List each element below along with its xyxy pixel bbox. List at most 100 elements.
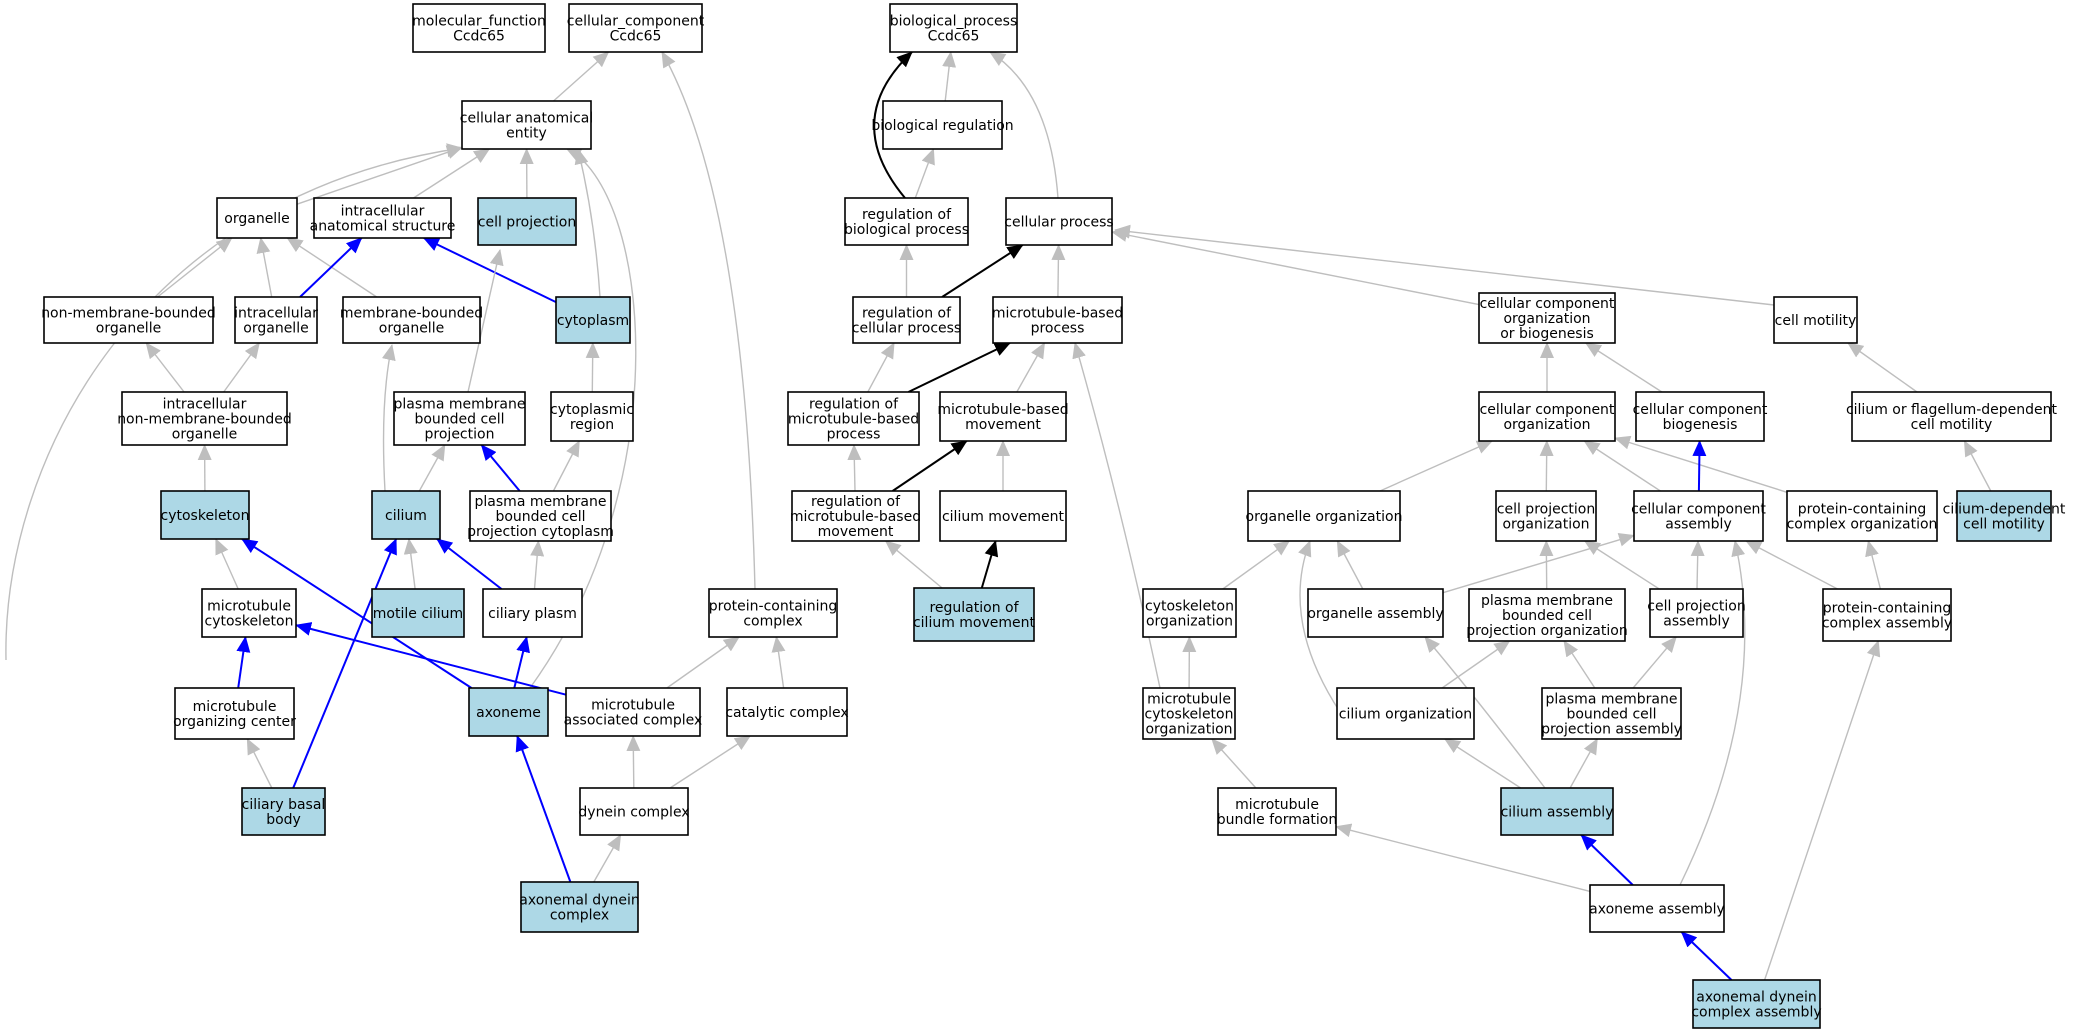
node-label-line: ciliary plasm <box>488 606 577 622</box>
node-box <box>565 687 701 737</box>
edge-is_a-io-to-org <box>256 237 273 298</box>
go-term-node-cplasm[interactable]: ciliary plasm <box>482 588 583 638</box>
node-label-line: cell motility <box>1911 417 1993 433</box>
go-term-node-cp[interactable]: cellular process <box>1004 197 1114 246</box>
node-label-line: biological process <box>844 222 969 238</box>
node-label-line: region <box>570 417 614 433</box>
go-term-node-cyto[interactable]: cytoplasm <box>555 296 631 344</box>
node-label-line: biological regulation <box>871 118 1013 134</box>
go-term-node-corg[interactable]: cilium organization <box>1336 687 1475 740</box>
node-box <box>1633 490 1764 542</box>
node-box <box>121 391 288 446</box>
node-box <box>1217 787 1337 836</box>
edge-is_a-org-to-cae <box>296 145 463 205</box>
node-label-line: cell projection <box>1497 502 1595 518</box>
node-label-line: non-membrane-bounded <box>41 306 216 322</box>
node-box <box>234 296 318 344</box>
node-label-line: microtubule <box>1147 692 1231 708</box>
node-box <box>889 3 1018 53</box>
edge-is_a-oa-to-oo <box>1336 540 1364 590</box>
node-label-line: complex <box>550 908 609 924</box>
node-label-line: ciliary basal <box>242 797 326 813</box>
go-term-node-oa[interactable]: organelle assembly <box>1307 588 1444 638</box>
node-label-line: regulation of <box>862 306 952 322</box>
go-term-node-dynein[interactable]: dynein complex <box>578 787 690 836</box>
go-term-node-oo[interactable]: organelle organization <box>1246 490 1403 542</box>
edge-is_a-inmbo-to-io <box>223 342 260 393</box>
edge-is_a-pcc-to-cc <box>661 51 756 590</box>
node-label-line: bounded cell <box>495 509 585 525</box>
edge-is_a-cp-to-bp <box>989 51 1059 199</box>
go-term-node-inmbo[interactable]: intracellularnon-membrane-boundedorganel… <box>117 391 292 446</box>
edge-is_a-moc-to-cae <box>5 143 463 661</box>
edge-is_a-cpo-to-cco <box>1539 440 1554 492</box>
go-term-node-org[interactable]: organelle <box>216 197 298 239</box>
edge-is_a-cilium-to-pmbcp <box>418 444 446 492</box>
go-term-node-cilium[interactable]: cilium <box>371 490 441 540</box>
edge-is_a-rmbm-to-rmbp <box>847 444 862 492</box>
go-term-node-cproj[interactable]: cell projection <box>477 197 577 246</box>
edge-is_a-pmbcp-to-cproj <box>467 249 504 393</box>
node-label-line: cellular component <box>1631 502 1766 518</box>
go-term-node-cytosk[interactable]: cytoskeleton <box>160 490 250 540</box>
node-box <box>1541 687 1682 740</box>
go-term-node-catc[interactable]: catalytic complex <box>725 687 849 737</box>
edge-is_a-axa-to-cca <box>1679 540 1746 886</box>
go-term-node-motile[interactable]: motile cilium <box>371 588 465 638</box>
go-term-node-ca[interactable]: cilium assembly <box>1500 787 1614 836</box>
node-label-line: regulation of <box>811 494 901 510</box>
node-label-line: bounded cell <box>414 412 504 428</box>
go-term-node-breg[interactable]: biological regulation <box>871 100 1014 150</box>
node-label-line: protein-containing <box>1798 502 1926 518</box>
go-term-node-axa[interactable]: axoneme assembly <box>1589 884 1725 933</box>
node-label-line: anatomical structure <box>310 219 456 235</box>
edge-is_a-rbp-to-breg <box>914 148 935 199</box>
go-term-node-cmove[interactable]: cilium movement <box>939 490 1067 542</box>
node-box <box>1005 197 1113 246</box>
go-term-node-cmot[interactable]: cell motility <box>1773 296 1858 344</box>
node-box <box>1478 292 1616 344</box>
go-term-node-axoneme[interactable]: axoneme <box>468 687 549 737</box>
